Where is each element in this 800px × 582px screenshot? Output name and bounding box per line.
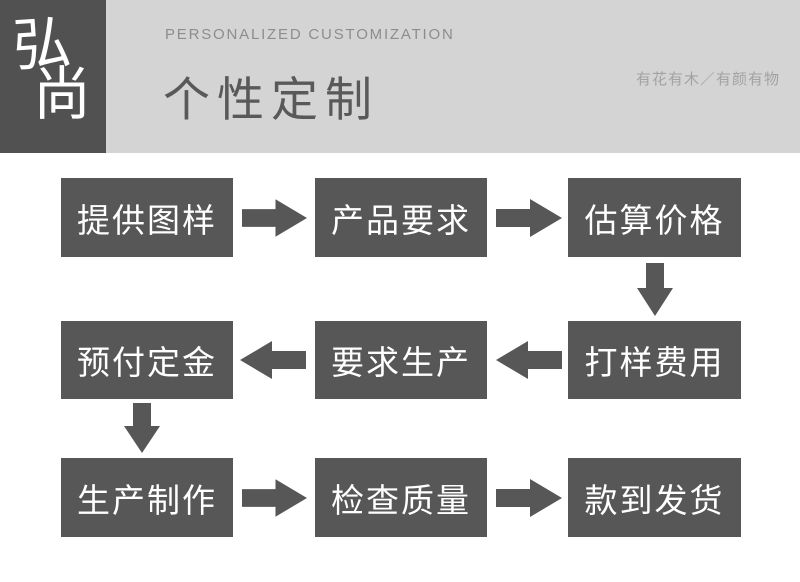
- arrow-down-icon: [123, 403, 161, 453]
- flow-step-quality-check: 检查质量: [315, 458, 487, 537]
- arrow-right-icon: [496, 478, 562, 518]
- arrow-left-icon: [496, 340, 562, 380]
- flow-step-product-requirements: 产品要求: [315, 178, 487, 257]
- flow-step-ship-on-payment: 款到发货: [568, 458, 741, 537]
- header-banner: 弘 尚 PERSONALIZED CUSTOMIZATION 个性定制 有花有木…: [0, 0, 800, 153]
- arrow-left-icon: [240, 340, 306, 380]
- flow-step-sample-fee: 打样费用: [568, 321, 741, 399]
- subtitle-english: PERSONALIZED CUSTOMIZATION: [165, 26, 455, 43]
- flow-step-request-production: 要求生产: [315, 321, 487, 399]
- arrow-right-icon: [242, 478, 307, 518]
- flow-step-prepay-deposit: 预付定金: [61, 321, 233, 399]
- flow-step-estimate-price: 估算价格: [568, 178, 741, 257]
- page-title: 个性定制: [163, 73, 379, 126]
- arrow-right-icon: [242, 198, 307, 238]
- logo-char-shang: 尚: [33, 62, 92, 127]
- flow-step-production: 生产制作: [61, 458, 233, 537]
- arrow-down-icon: [636, 263, 674, 316]
- flow-step-provide-drawings: 提供图样: [61, 178, 233, 257]
- arrow-right-icon: [496, 198, 562, 238]
- brand-tagline: 有花有木／有颜有物: [635, 71, 780, 88]
- brand-logo: 弘 尚: [0, 0, 106, 153]
